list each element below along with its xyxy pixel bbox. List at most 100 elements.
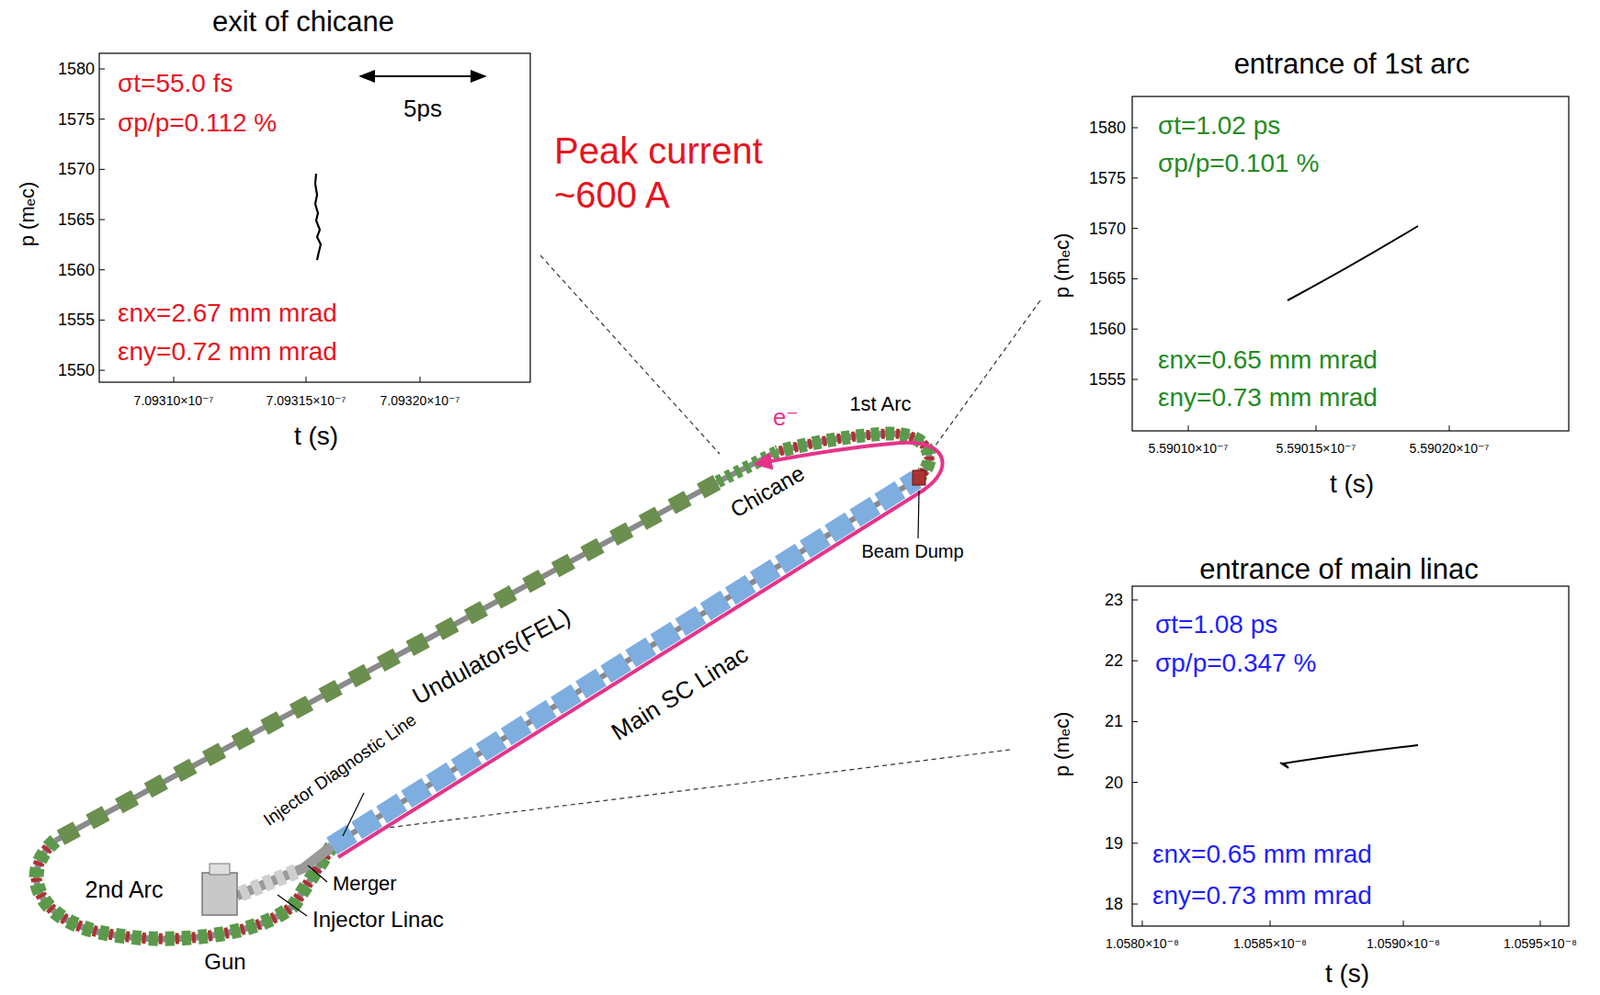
tick-label: 1560: [57, 260, 95, 280]
section-label: Gun: [204, 949, 246, 976]
tick-label: 1570: [57, 159, 95, 180]
tick-label: 5.59020×10⁻⁷: [1409, 441, 1490, 456]
phase-space-trace: [1280, 745, 1419, 769]
tick-label: 1550: [57, 361, 95, 381]
tick-mark: [1132, 721, 1138, 723]
tick-mark: [1449, 425, 1451, 432]
beam-parameter: σp/p=0.101 %: [1157, 148, 1319, 179]
beam-parameter: σp/p=0.112 %: [117, 108, 277, 138]
plot-panel: entrance of 1st arc σt=1.02 ps σp/p=0.101 …: [1047, 41, 1590, 501]
tick-label: 18: [1104, 895, 1124, 915]
beam-parameter: σt=55.0 fs: [117, 68, 233, 99]
section-label: Merger: [332, 872, 398, 896]
scale-arrow: [360, 75, 486, 78]
tick-label: 1555: [57, 310, 95, 330]
leader-line: [277, 895, 307, 917]
tick-mark: [306, 376, 307, 383]
beam-path: [338, 442, 943, 858]
leader-line: [918, 490, 920, 539]
beam-parameter: εnx=0.65 mm mrad: [1157, 345, 1378, 375]
tick-mark: [419, 376, 421, 383]
tick-label: 19: [1104, 833, 1124, 853]
phase-space-trace: [315, 173, 321, 261]
arc-line: [36, 840, 332, 940]
beam-parameter: εny=0.72 mm mrad: [117, 337, 338, 367]
axis-title: p (mₑc): [15, 181, 39, 248]
tick-label: 1580: [57, 59, 95, 80]
linac-line: [331, 479, 917, 847]
beam-parameter: σt=1.08 ps: [1155, 610, 1278, 640]
tick-mark: [1132, 329, 1138, 330]
scale-label: 5ps: [403, 95, 443, 124]
plot-title: exit of chicane: [212, 5, 395, 39]
tick-label: 21: [1104, 712, 1124, 732]
leader-line: [307, 865, 328, 883]
dashed-leader: [540, 255, 720, 454]
tick-label: 20: [1104, 772, 1124, 793]
tick-label: 1580: [1089, 118, 1126, 138]
tick-label: 1570: [1089, 218, 1126, 239]
section-label: 1st Arc: [849, 392, 911, 416]
tick-label: 1575: [57, 109, 95, 129]
tick-label: 1.0590×10⁻⁸: [1366, 936, 1441, 952]
tick-label: 1.0580×10⁻⁸: [1105, 936, 1180, 952]
section-label: 2nd Arc: [85, 876, 164, 904]
tick-mark: [1132, 600, 1138, 602]
tick-mark: [1132, 278, 1138, 280]
arc-magnets: [36, 840, 332, 940]
beam-parameter: εnx=0.65 mm mrad: [1152, 839, 1373, 870]
tick-mark: [1132, 904, 1138, 906]
tick-mark: [99, 219, 105, 221]
dashed-leader: [918, 300, 1041, 470]
plot-frame: [99, 53, 531, 383]
tick-label: 1575: [1089, 168, 1126, 188]
linac-cryomodules: [331, 479, 917, 847]
particle-label: e⁻: [772, 404, 799, 432]
tick-marks: [99, 68, 1541, 927]
tick-mark: [99, 118, 105, 120]
tick-mark: [1132, 227, 1138, 229]
tick-mark: [1132, 842, 1138, 844]
dashed-leader: [336, 749, 1010, 835]
plot-title: entrance of 1st arc: [1234, 47, 1471, 81]
tick-mark: [1132, 127, 1138, 129]
tick-label: 1555: [1089, 370, 1126, 390]
tick-label: 7.09310×10⁻⁷: [134, 393, 215, 409]
annotation: Peak current ~600 A: [554, 128, 803, 217]
tick-label: 7.09315×10⁻⁷: [266, 393, 347, 409]
tick-mark: [1403, 920, 1405, 927]
axis-title: p (mₑc): [1050, 233, 1074, 299]
beam-parameter: σt=1.02 ps: [1157, 111, 1281, 141]
tick-mark: [1132, 177, 1138, 179]
tick-label: 22: [1104, 651, 1124, 671]
section-label: Injector Linac: [312, 907, 444, 933]
tick-label: 1.0585×10⁻⁸: [1233, 936, 1307, 952]
axis-title: p (mₑc): [1050, 712, 1074, 778]
tick-label: 5.59010×10⁻⁷: [1148, 441, 1229, 456]
tick-mark: [99, 269, 105, 271]
tick-label: 1565: [57, 210, 95, 230]
injector-linac: [237, 846, 332, 897]
beam-parameter: εny=0.73 mm mrad: [1152, 881, 1373, 911]
phase-space-trace: [1287, 226, 1419, 301]
tick-mark: [1316, 425, 1317, 432]
tick-label: 7.09320×10⁻⁷: [380, 393, 461, 409]
axis-title: t (s): [1329, 469, 1374, 500]
tick-mark: [1270, 920, 1271, 927]
leader-line: [342, 793, 364, 837]
plot-panel: exit of chicaneσt=55.0 fsσp/p=0.112 %εnx…: [18, 4, 543, 437]
axis-title: t (s): [1325, 959, 1370, 989]
tick-mark: [99, 169, 105, 171]
tick-label: 5.59015×10⁻⁷: [1276, 441, 1357, 456]
tick-mark: [1540, 920, 1542, 927]
tick-mark: [1132, 660, 1138, 662]
plot-title: entrance of main linac: [1199, 553, 1478, 587]
tick-mark: [173, 376, 175, 383]
section-label: Undulators(FEL): [408, 602, 576, 711]
tick-label: 1560: [1089, 319, 1126, 340]
injector-cavities: [240, 870, 300, 895]
tick-mark: [99, 370, 105, 372]
tick-mark: [1142, 920, 1144, 927]
tick-mark: [1188, 425, 1190, 432]
plot-frame: [1132, 586, 1569, 927]
